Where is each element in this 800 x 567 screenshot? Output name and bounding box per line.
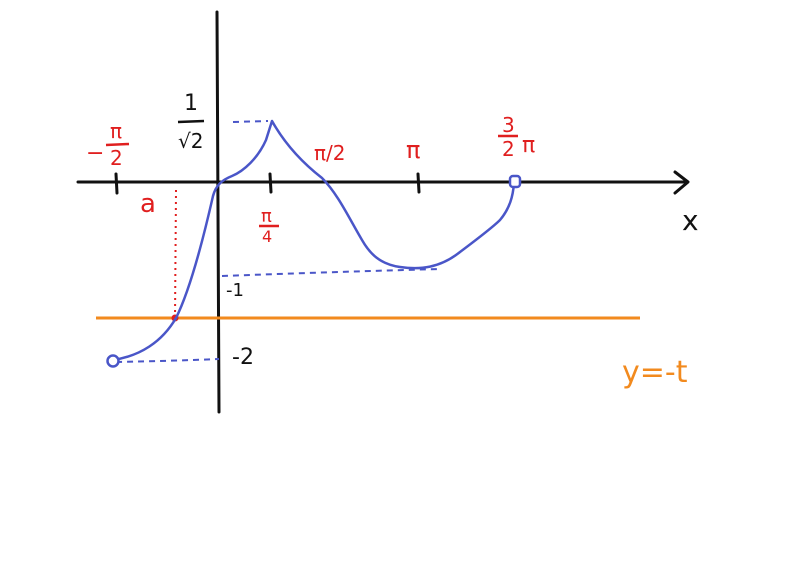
- label-quarter-pi: π 4: [259, 206, 279, 246]
- label-one-over-root2-bar: [177, 119, 205, 124]
- label-neg-half-pi-den: 2: [110, 146, 123, 170]
- label-neg-half-pi: − π 2: [86, 119, 130, 170]
- label-minus-two: -2: [232, 345, 254, 370]
- label-one-over-root2-den: √2: [178, 129, 203, 153]
- x-axis-arrow-icon: [673, 170, 690, 195]
- label-quarter-pi-den: 4: [262, 227, 272, 246]
- dashed-max-guide: [232, 120, 269, 123]
- function-curve: [111, 119, 516, 362]
- tick-quarter-pi: [268, 172, 273, 194]
- label-one-over-root2-num: 1: [184, 91, 198, 116]
- label-three-half-pi-num: 3: [502, 113, 515, 137]
- y-axis: [215, 10, 221, 414]
- label-three-half-pi-sym: π: [522, 133, 535, 158]
- label-one-over-root2: 1 √2: [177, 91, 205, 153]
- label-neg-half-pi-num: π: [110, 119, 122, 143]
- label-neg-half-pi-sign: −: [86, 141, 104, 166]
- dashed-minus-two-guide: [115, 358, 220, 363]
- label-x-axis: x: [682, 204, 699, 237]
- dashed-minus-one-guide: [221, 268, 441, 277]
- label-quarter-pi-num: π: [261, 206, 272, 227]
- label-minus-one: -1: [226, 280, 244, 301]
- label-three-half-pi-den: 2: [502, 137, 515, 161]
- label-line-equation: y=-t: [622, 355, 688, 390]
- label-half-pi: π/2: [314, 141, 346, 165]
- right-open-endpoint: [508, 174, 522, 189]
- label-pi: π: [406, 136, 420, 164]
- left-open-endpoint: [106, 354, 120, 368]
- label-neg-half-pi-bar: [105, 142, 130, 147]
- tick-pi: [416, 172, 421, 194]
- label-a: a: [140, 189, 156, 219]
- tick-neg-half-pi: [114, 172, 119, 195]
- label-three-half-pi: 3 2 π: [498, 113, 535, 161]
- a-vertical-dotted: [174, 189, 177, 319]
